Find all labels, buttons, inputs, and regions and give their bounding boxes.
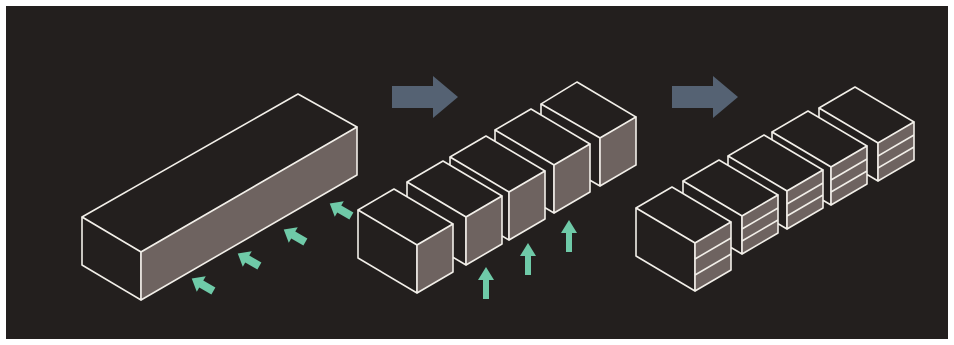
teal-up-arrow-icon (478, 267, 494, 299)
teal-arrow-icon (191, 276, 216, 295)
teal-arrow-icon (237, 251, 262, 270)
diagram-panel: .edge { stroke: #f2efe9; stroke-width: 1… (6, 6, 948, 339)
long-block (81, 93, 358, 301)
teal-arrow-icon (329, 201, 354, 220)
cut-arrows (191, 201, 354, 295)
layered-cube (635, 186, 732, 292)
sliced-blocks (635, 86, 915, 292)
lift-arrows (478, 220, 577, 299)
cube (357, 188, 454, 294)
cut-blocks (357, 81, 637, 294)
process-diagram: .edge { stroke: #f2efe9; stroke-width: 1… (81, 76, 915, 301)
teal-up-arrow-icon (561, 220, 577, 252)
long-block-side (140, 126, 358, 301)
process-arrow-icon (392, 76, 458, 118)
process-arrow-icon (672, 76, 738, 118)
teal-arrow-icon (283, 227, 308, 246)
teal-up-arrow-icon (520, 243, 536, 275)
